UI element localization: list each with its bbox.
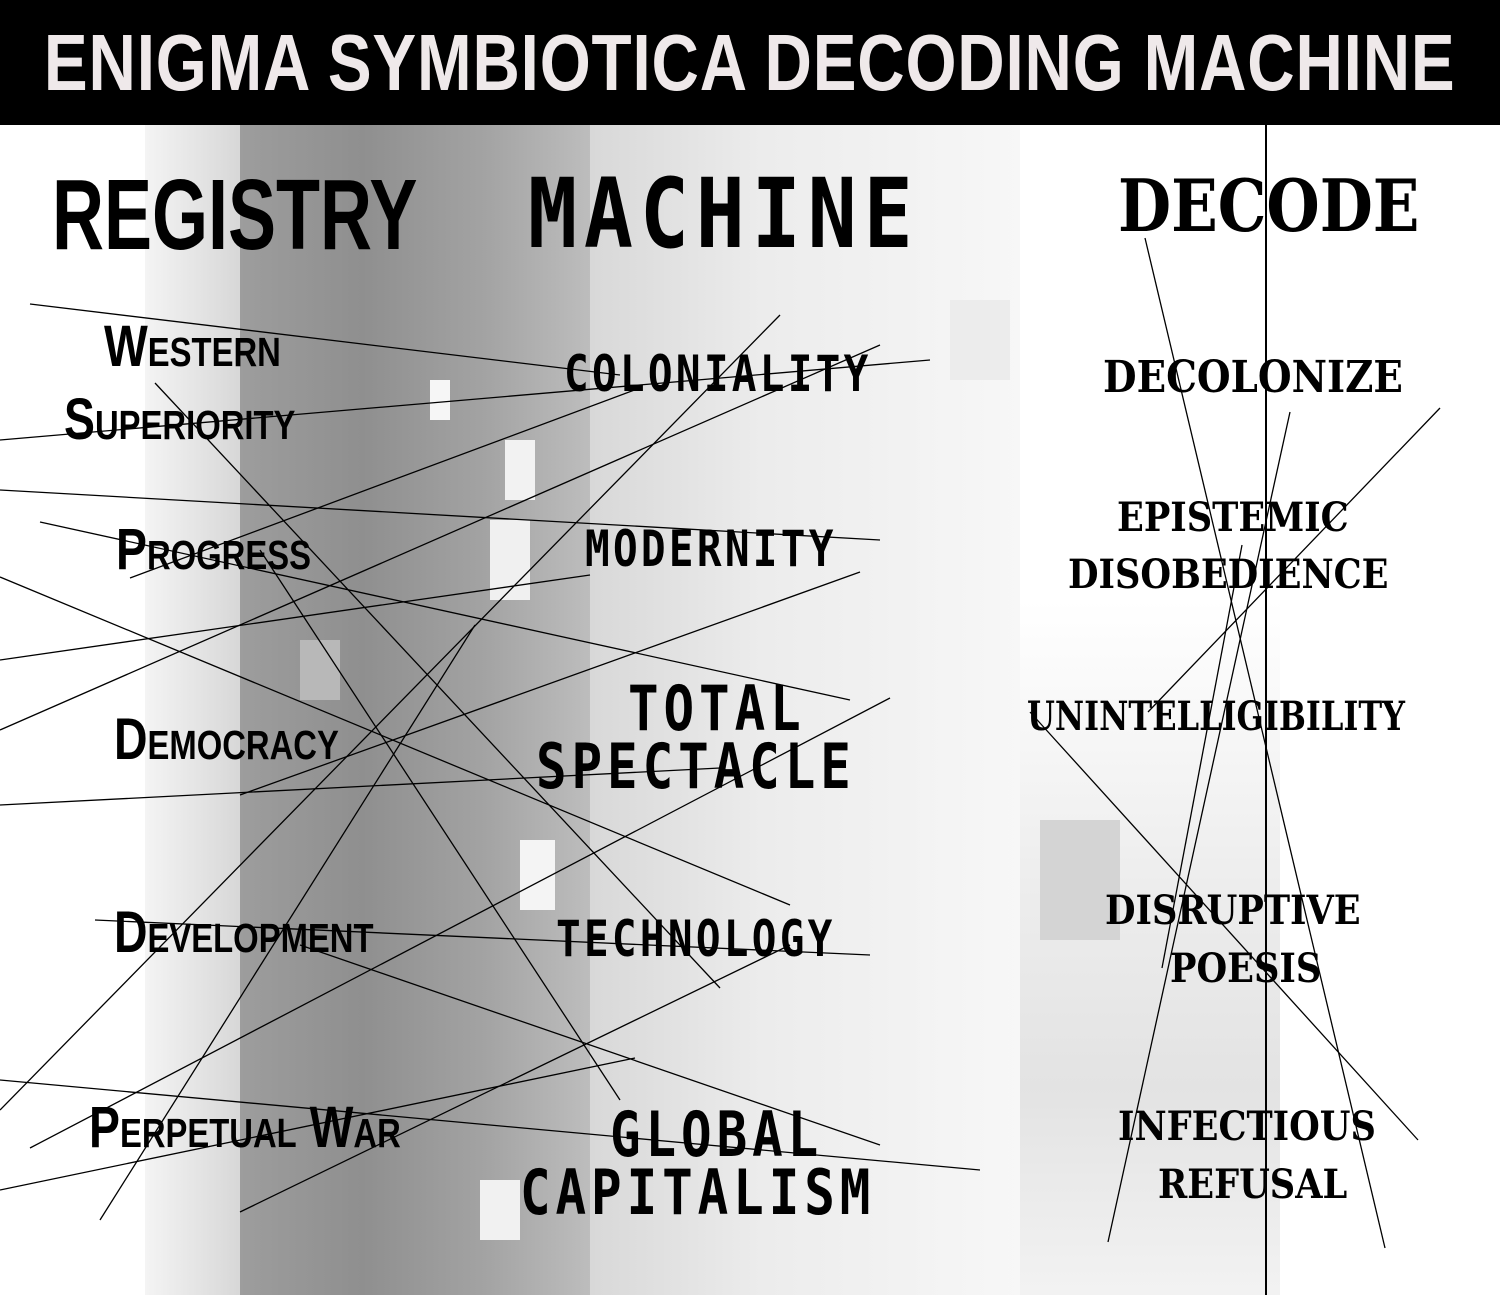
background-pixel-blob xyxy=(950,300,1010,380)
machine-item-spectacle: SPECTACLE xyxy=(536,730,856,803)
decode-item-decolonize: DECOLONIZE xyxy=(1103,352,1403,403)
poster-title: ENIGMA SYMBIOTICA DECODING MACHINE xyxy=(44,17,1456,107)
decode-item-disobedience: DISOBEDIENCE xyxy=(1068,551,1389,598)
background-pixel-blob xyxy=(520,840,555,910)
registry-header: REGISTRY xyxy=(52,159,418,271)
decode-item-poesis: POESIS xyxy=(1170,945,1322,992)
registry-item-development: Development xyxy=(114,900,374,965)
machine-item-coloniality: COLONIALITY xyxy=(564,345,872,403)
background-pixel-blob xyxy=(300,640,340,700)
registry-item-democracy: Democracy xyxy=(114,707,339,772)
decode-item-refusal: REFUSAL xyxy=(1158,1161,1348,1208)
decode-item-epistemic: EPISTEMIC xyxy=(1117,494,1349,541)
registry-item-perpetual-war: Perpetual War xyxy=(89,1095,401,1160)
background-pixel-blob xyxy=(505,440,535,500)
background-pixel-blob xyxy=(430,380,450,420)
registry-item-western: Western xyxy=(104,314,281,379)
decode-header: DECODE xyxy=(1118,163,1420,248)
machine-header: MACHINE xyxy=(528,158,920,270)
machine-item-modernity: MODERNITY xyxy=(585,520,837,578)
decode-item-infectious: INFECTIOUS xyxy=(1118,1103,1376,1150)
background-pixel-blob xyxy=(490,520,530,600)
background-pixel-blob xyxy=(480,1180,520,1240)
decode-item-disruptive: DISRUPTIVE xyxy=(1105,887,1361,934)
decode-item-unintelligibility: UNINTELLIGIBILITY xyxy=(1027,693,1405,740)
registry-item-progress: Progress xyxy=(116,517,311,582)
machine-item-capitalism: CAPITALISM xyxy=(520,1156,876,1229)
title-bar: ENIGMA SYMBIOTICA DECODING MACHINE xyxy=(0,0,1500,125)
machine-item-technology: TECHNOLOGY xyxy=(556,910,836,968)
registry-item-superiority: Superiority xyxy=(64,387,296,452)
